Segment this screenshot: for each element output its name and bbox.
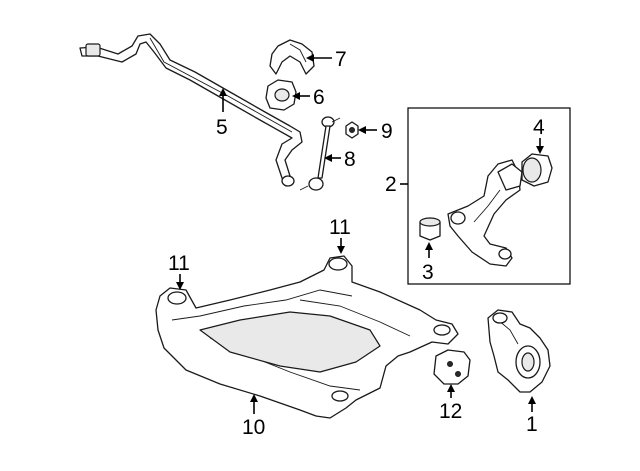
callout-6: 6 bbox=[313, 86, 325, 109]
callout-11-left: 11 bbox=[168, 252, 190, 275]
rear-bushing bbox=[521, 153, 553, 187]
steering-knuckle bbox=[487, 309, 551, 393]
callout-labels: 7 6 5 9 8 2 4 3 11 11 10 12 1 bbox=[168, 48, 545, 439]
stabilizer-bar bbox=[79, 33, 303, 187]
leader-lines bbox=[176, 54, 544, 414]
callout-8: 8 bbox=[344, 148, 356, 171]
bar-end-bracket bbox=[281, 175, 295, 187]
callout-12: 12 bbox=[439, 400, 462, 423]
callout-1: 1 bbox=[526, 413, 538, 436]
stabilizer-bushing bbox=[265, 79, 297, 111]
link-nut bbox=[345, 121, 359, 139]
bar-end-link-eye bbox=[85, 43, 101, 57]
callout-5: 5 bbox=[216, 116, 228, 139]
lower-control-arm bbox=[447, 159, 523, 267]
callout-4: 4 bbox=[533, 116, 545, 139]
subframe bbox=[155, 255, 459, 419]
callout-2: 2 bbox=[385, 173, 397, 196]
front-bushing bbox=[419, 217, 441, 241]
callout-10: 10 bbox=[242, 416, 265, 439]
subframe-bracket bbox=[433, 349, 471, 385]
stabilizer-link bbox=[299, 116, 341, 191]
control-arm-group-box bbox=[407, 107, 571, 285]
callout-3: 3 bbox=[422, 261, 434, 284]
callout-9: 9 bbox=[381, 120, 393, 143]
ball-joint bbox=[498, 248, 512, 260]
bushing-bracket bbox=[269, 39, 315, 75]
callout-11-right: 11 bbox=[329, 216, 351, 239]
callout-7: 7 bbox=[335, 48, 347, 71]
